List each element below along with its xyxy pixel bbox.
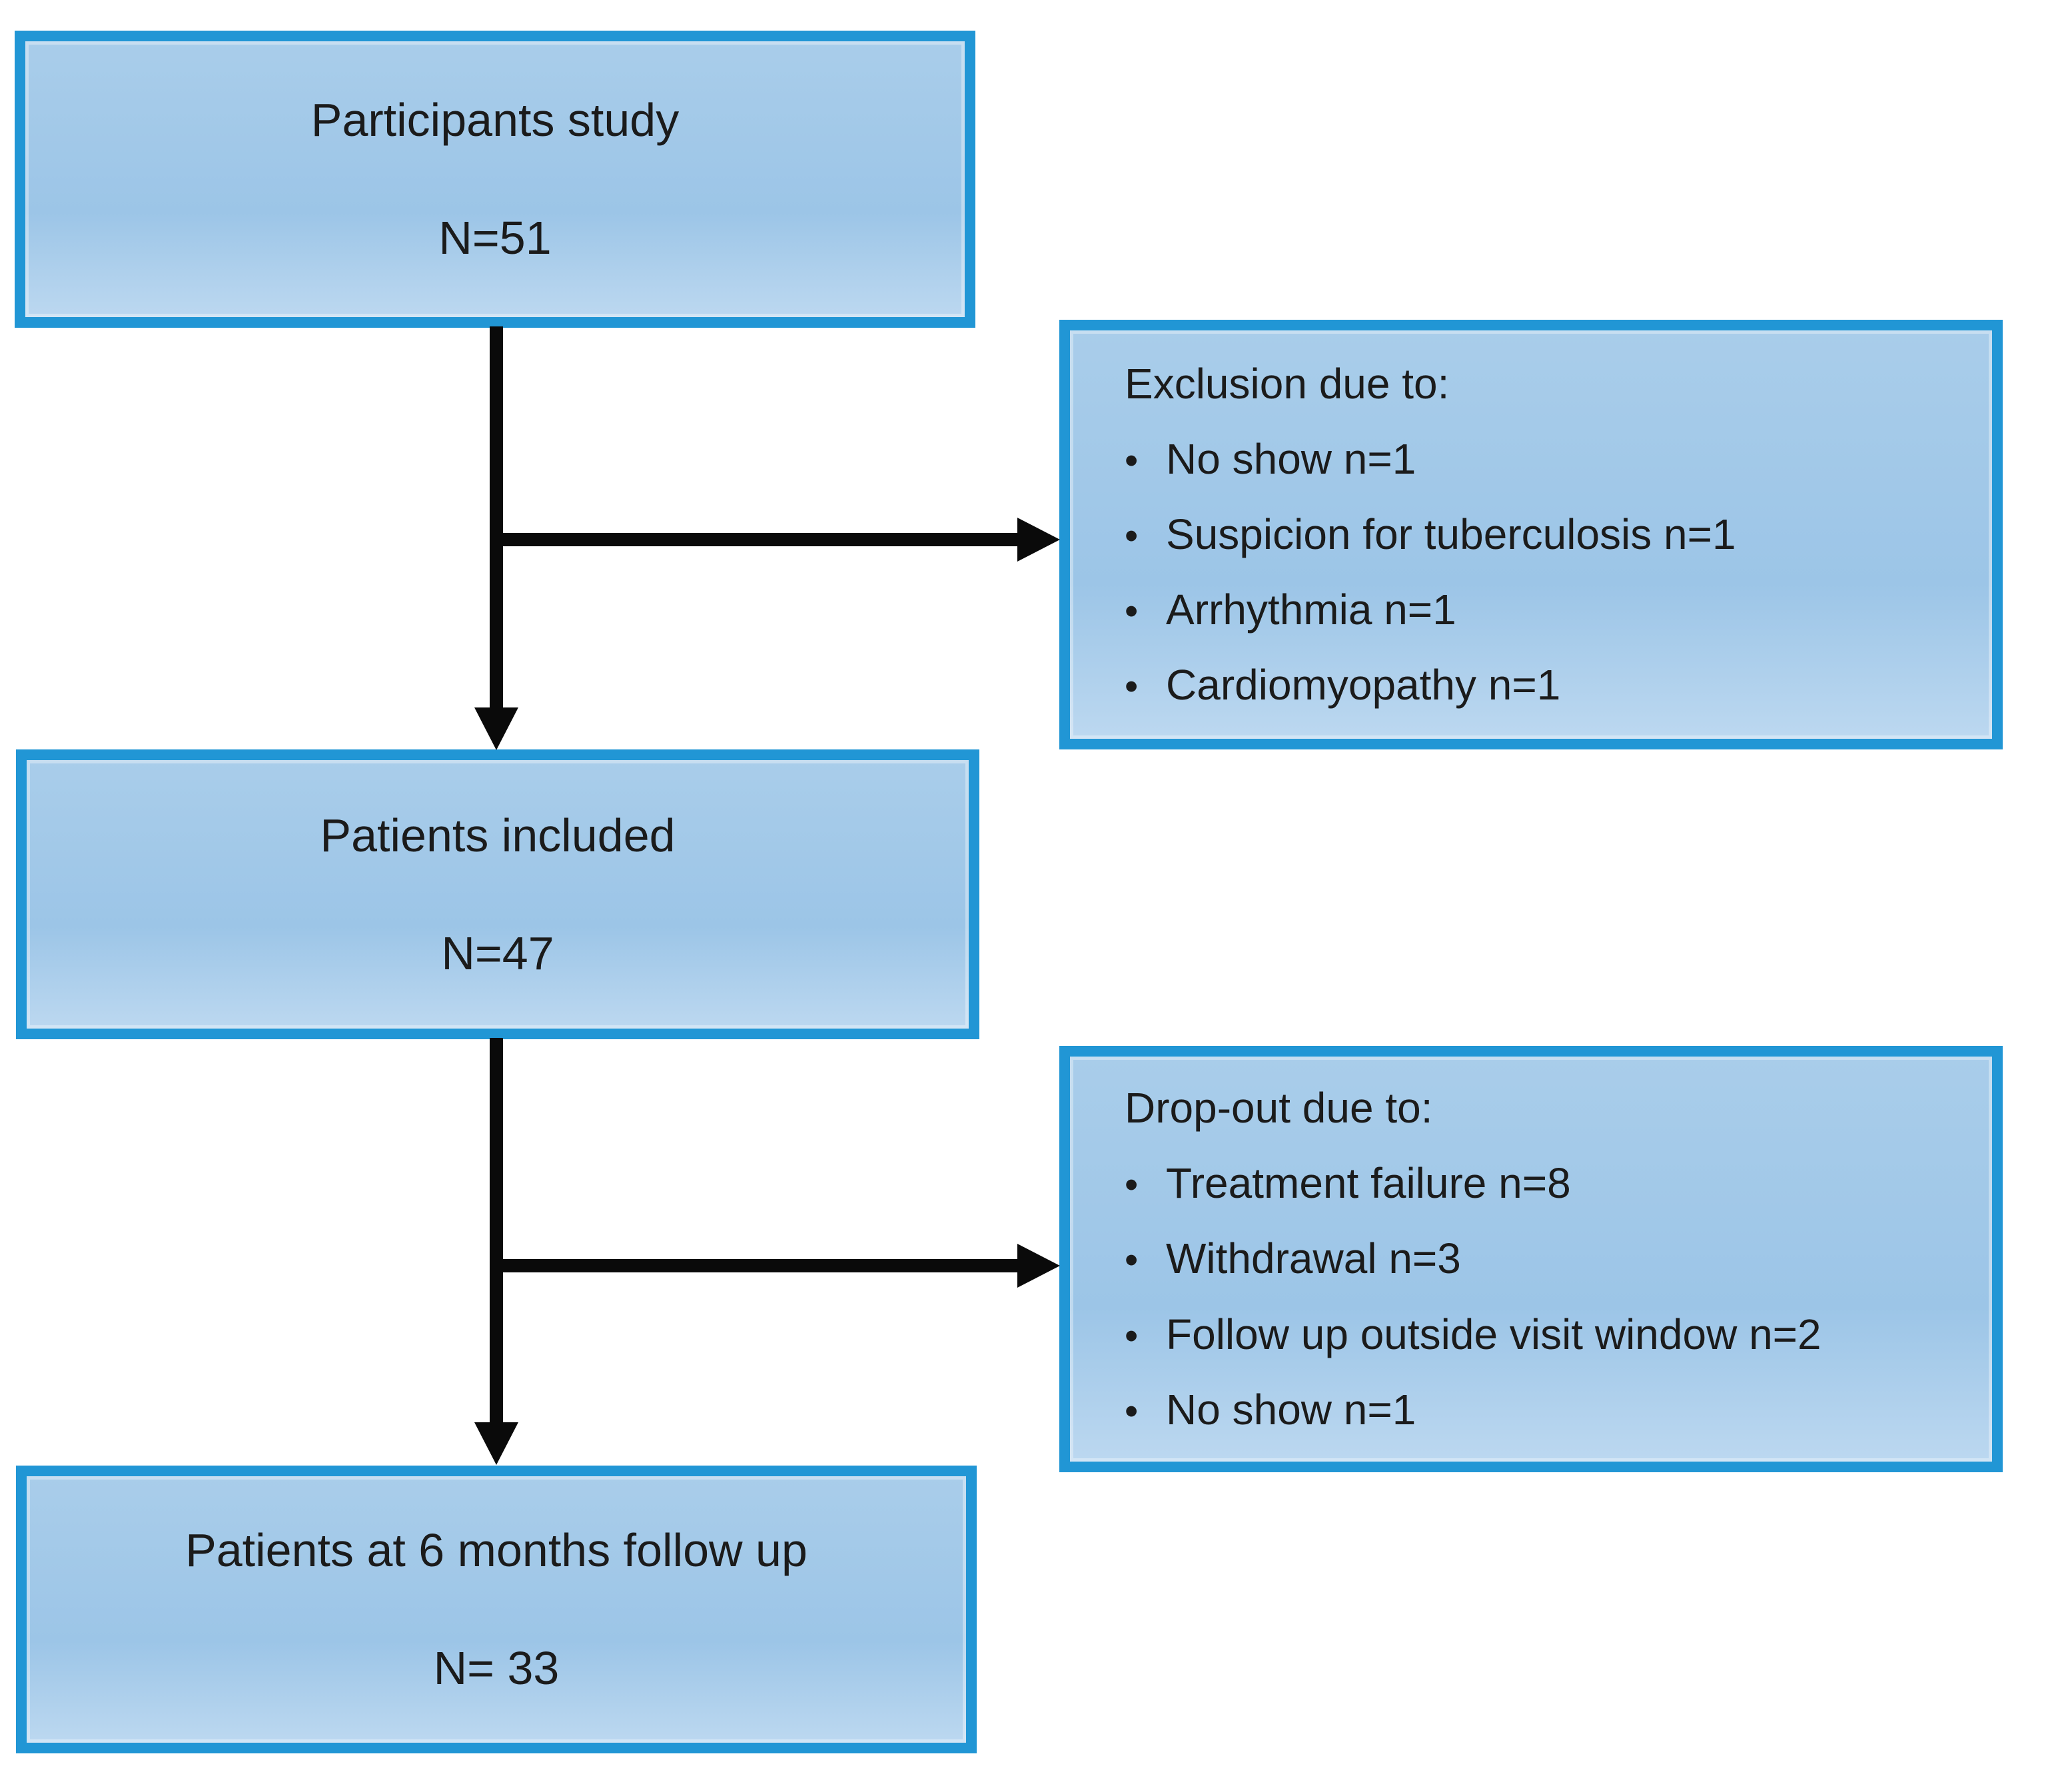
exclusion-item-text: No show n=1 [1166,434,1416,483]
arrow-included-to-followup-line [490,1038,503,1424]
list-item: • Cardiomyopathy n=1 [1125,663,1965,707]
bullet-icon: • [1125,665,1139,709]
followup-count: N= 33 [433,1642,560,1694]
arrow-to-exclusion-line [490,533,1019,546]
bullet-icon: • [1125,514,1139,558]
list-item: • No show n=1 [1125,1385,1965,1434]
arrowhead-down-icon [474,707,518,750]
dropout-item-text: No show n=1 [1166,1385,1416,1434]
participants-study-count: N=51 [438,212,552,264]
arrow-participants-to-included-line [490,326,503,711]
arrowhead-right-icon [1017,1244,1060,1288]
bullet-icon: • [1125,1238,1139,1282]
flow-box-participants-study: Participants study N=51 [15,31,975,328]
bullet-icon: • [1125,1314,1139,1358]
list-item: • Follow up outside visit window n=2 [1125,1312,1965,1357]
followup-title: Patients at 6 months follow up [185,1524,807,1576]
list-item: • Suspicion for tuberculosis n=1 [1125,512,1965,557]
participants-study-title: Participants study [310,94,680,146]
flow-box-exclusion: Exclusion due to: • No show n=1 • Suspic… [1059,320,2003,749]
list-item: • Arrhythmia n=1 [1125,586,1965,634]
exclusion-header: Exclusion due to: [1125,359,1450,408]
exclusion-item-text: Suspicion for tuberculosis n=1 [1166,510,1736,558]
arrowhead-down-icon [474,1422,518,1465]
bullet-icon: • [1125,590,1139,634]
bullet-icon: • [1125,438,1139,482]
exclusion-item-text: Cardiomyopathy n=1 [1166,661,1561,709]
patients-included-count: N=47 [441,927,554,979]
dropout-item-text: Treatment failure n=8 [1166,1159,1571,1208]
bullet-icon: • [1125,1163,1139,1207]
flow-box-followup: Patients at 6 months follow up N= 33 [16,1466,977,1753]
arrow-to-dropout-line [490,1259,1019,1272]
flow-box-patients-included: Patients included N=47 [16,749,979,1039]
dropout-item-text: Withdrawal n=3 [1166,1234,1461,1283]
dropout-header: Drop-out due to: [1125,1084,1433,1132]
bullet-icon: • [1125,1389,1139,1433]
exclusion-item-text: Arrhythmia n=1 [1166,586,1456,634]
flow-box-dropout: Drop-out due to: • Treatment failure n=8… [1059,1046,2003,1472]
list-item: • Treatment failure n=8 [1125,1161,1965,1206]
list-item: • Withdrawal n=3 [1125,1236,1965,1281]
dropout-item-text: Follow up outside visit window n=2 [1166,1310,1821,1358]
arrowhead-right-icon [1017,518,1060,562]
patients-included-title: Patients included [320,809,676,861]
list-item: • No show n=1 [1125,434,1965,483]
